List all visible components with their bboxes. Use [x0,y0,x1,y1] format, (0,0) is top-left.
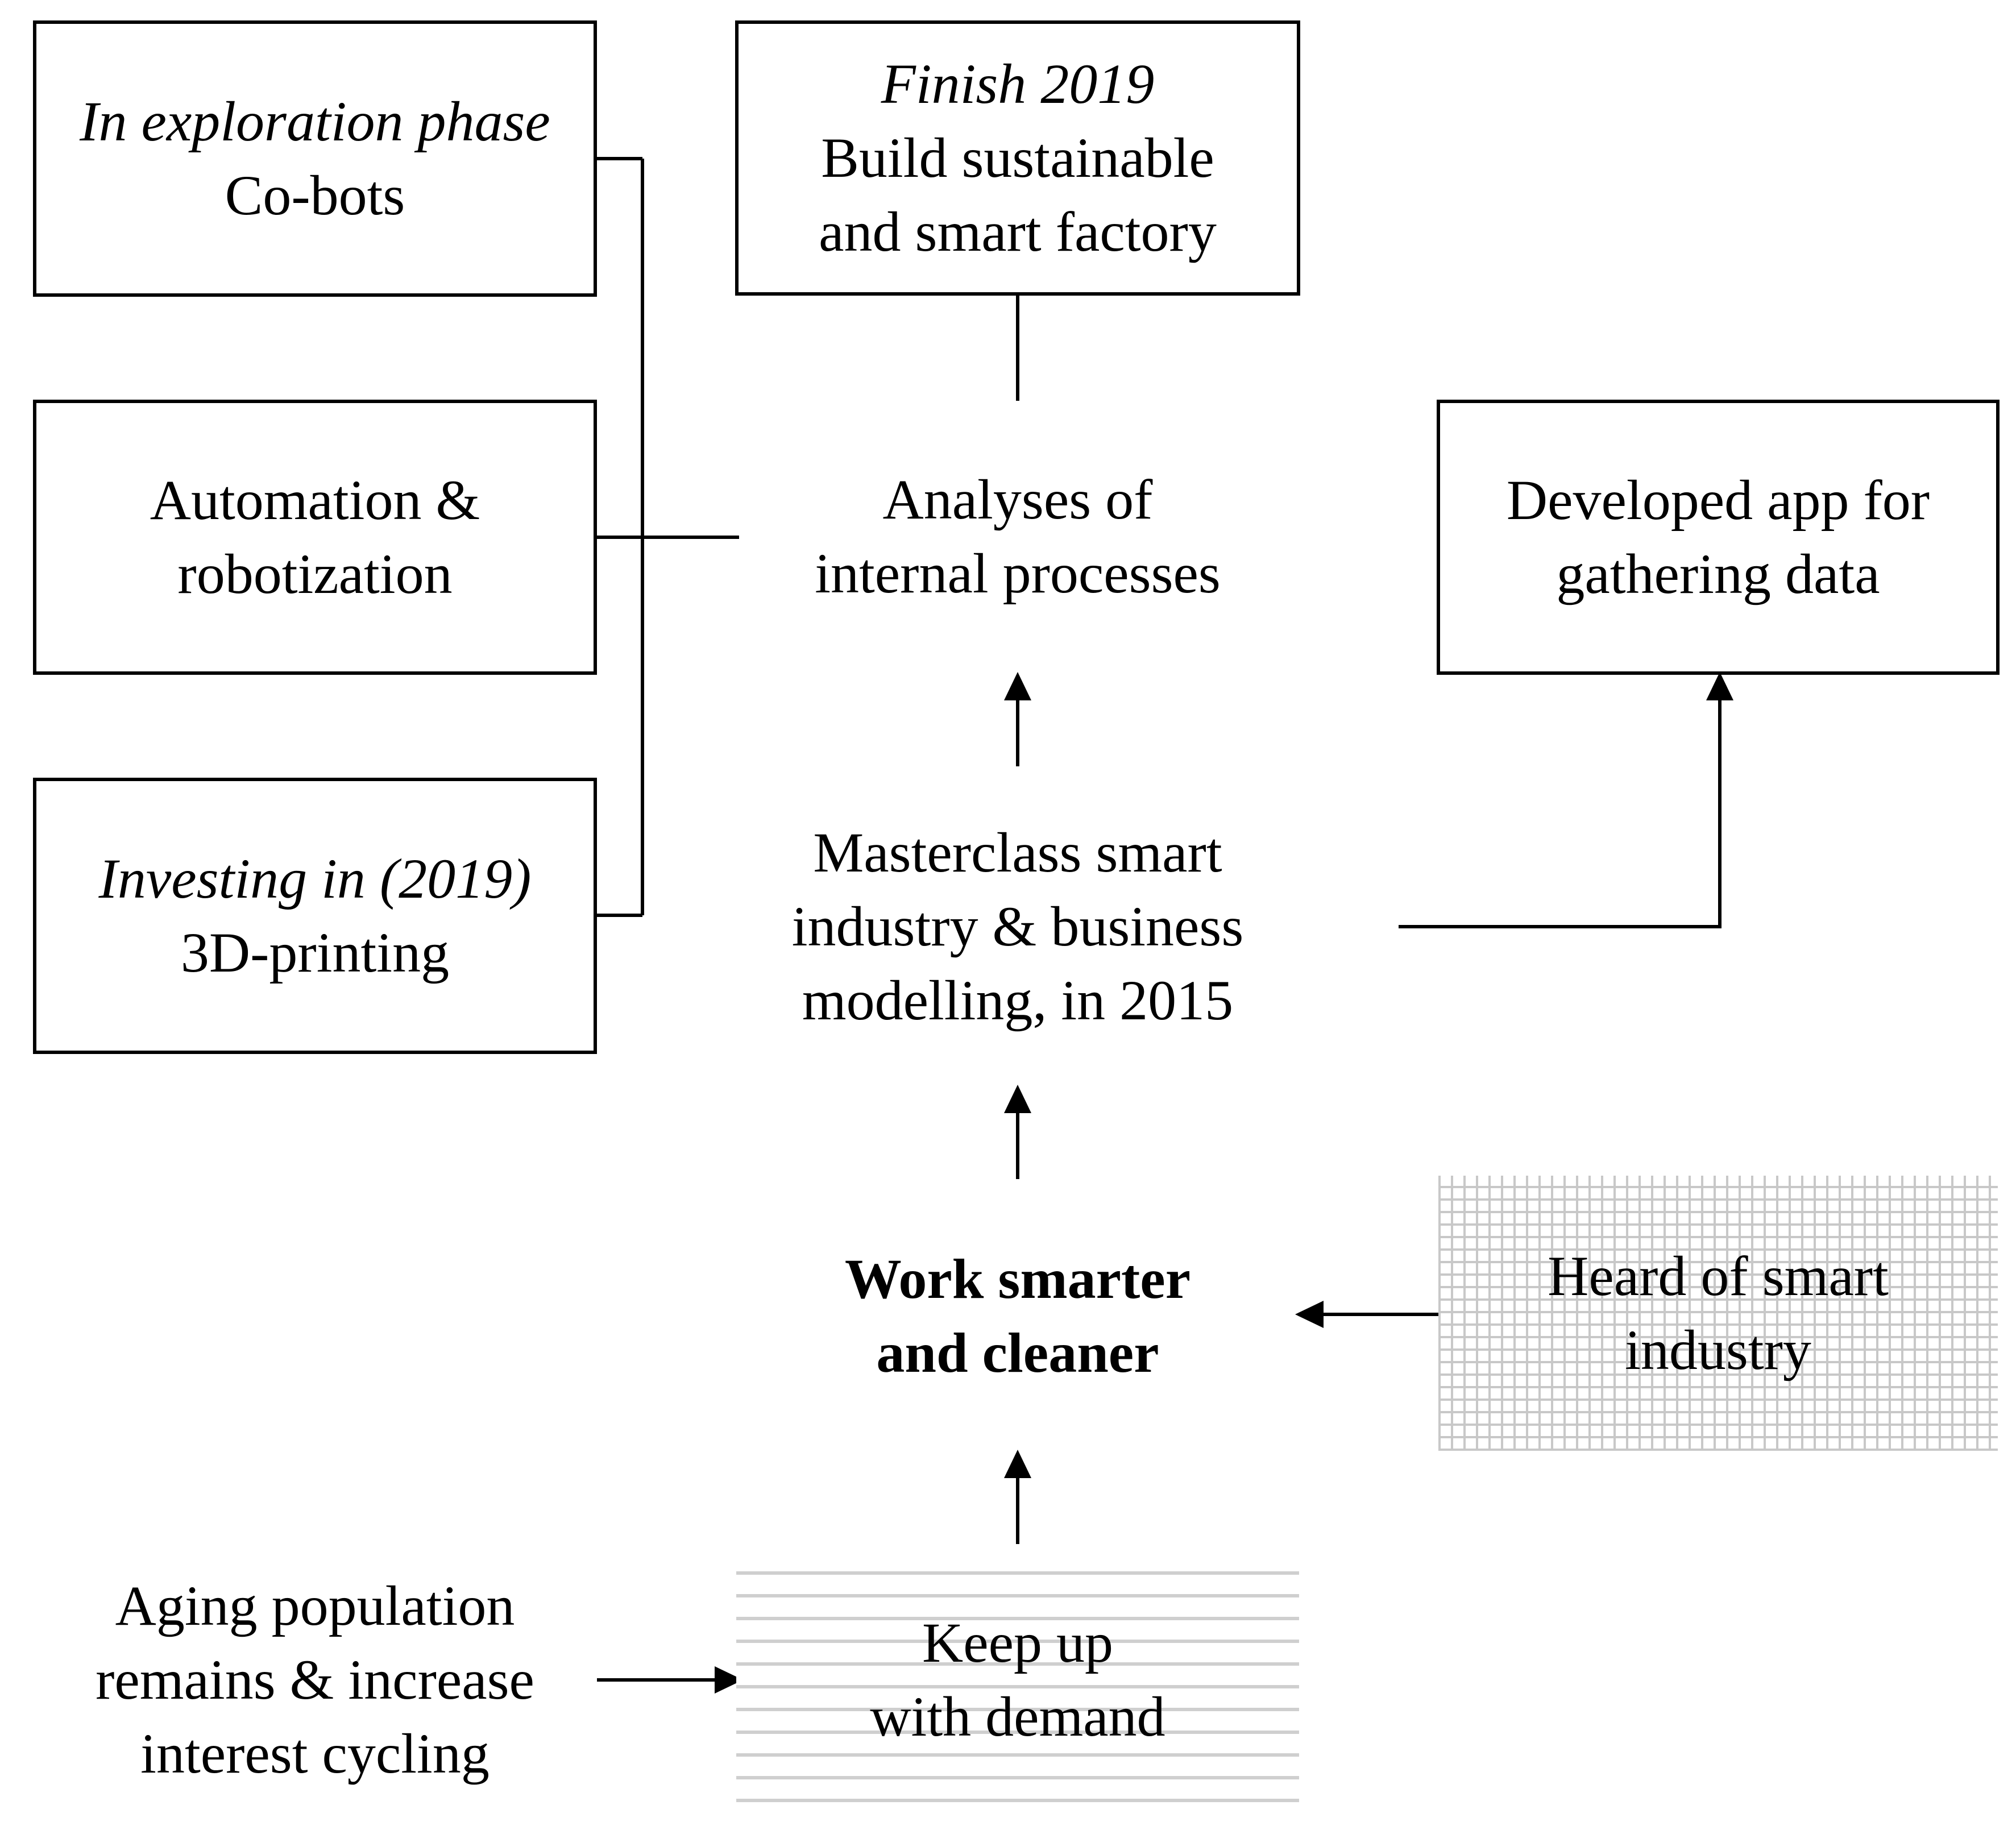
printing-status: Investing in (2019) [98,847,532,910]
work-line-2: and cleaner [876,1321,1159,1384]
node-aging: Aging population remains & increase inte… [33,1549,597,1811]
node-app: Developed app for gathering data [1437,400,2000,675]
keepup-line-1: Keep up [922,1611,1113,1674]
node-keepup: Keep up with demand [736,1552,1299,1808]
arrow-masterclass-to-app [1399,678,1722,928]
factory-line-2: and smart factory [819,200,1217,263]
arrowhead-keepup-work [1004,1450,1031,1478]
analyses-line-2: internal processes [815,542,1221,605]
node-work: Work smarter and cleaner [739,1188,1296,1444]
masterclass-line-2: industry & business [791,895,1244,958]
node-printing: Investing in (2019) 3D-printing [33,778,597,1054]
cobots-label: Co-bots [225,164,405,227]
node-masterclass: Masterclass smart industry & business mo… [739,779,1296,1074]
masterclass-line-1: Masterclass smart [813,821,1222,884]
app-line-2: gathering data [1556,542,1880,605]
masterclass-line-3: modelling, in 2015 [802,969,1234,1032]
heard-line-1: Heard of smart [1548,1244,1889,1308]
arrowhead-masterclass-app [1706,672,1733,700]
printing-label: 3D-printing [180,921,450,984]
analyses-line-1: Analyses of [882,468,1153,531]
work-line-1: Work smarter [844,1247,1191,1310]
factory-line-1: Build sustainable [821,126,1214,189]
aging-line-1: Aging population [115,1574,515,1637]
factory-status: Finish 2019 [881,52,1155,115]
node-cobots: In exploration phase Co-bots [33,20,597,297]
node-factory: Finish 2019 Build sustainable and smart … [735,20,1300,296]
aging-line-3: interest cycling [140,1722,490,1785]
node-automation: Automation & robotization [33,400,597,675]
node-analyses: Analyses of internal processes [739,401,1296,673]
automation-line-2: robotization [177,542,453,605]
arrowhead-masterclass-analyses [1004,672,1031,700]
heard-line-2: industry [1625,1318,1811,1381]
cobots-status: In exploration phase [80,90,550,153]
keepup-line-2: with demand [870,1685,1165,1748]
app-line-1: Developed app for [1506,468,1930,532]
arrowhead-aging-keepup [715,1666,743,1694]
arrowhead-heard-work [1295,1301,1324,1328]
automation-line-1: Automation & [150,468,480,532]
arrowhead-work-masterclass [1004,1085,1031,1113]
aging-line-2: remains & increase [96,1648,534,1711]
node-heard: Heard of smart industry [1438,1176,1998,1451]
